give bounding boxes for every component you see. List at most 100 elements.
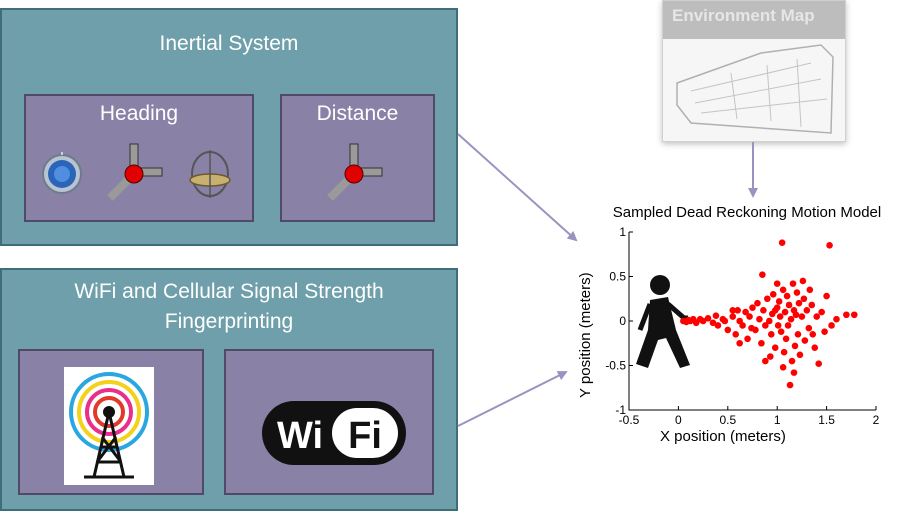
x-tick-label: 1	[774, 413, 781, 427]
heading-title: Heading	[99, 102, 179, 125]
x-tick-label: 2	[873, 413, 880, 427]
data-point	[785, 301, 793, 309]
arrow-inertial-to-model	[457, 133, 578, 242]
fingerprinting-title-line2: Fingerprinting	[164, 310, 294, 333]
data-point	[815, 360, 822, 368]
data-point	[773, 280, 781, 287]
data-point	[775, 298, 783, 305]
data-point	[828, 322, 835, 329]
arrow-fingerprint-to-model	[457, 371, 568, 427]
data-point	[800, 295, 808, 303]
data-point	[808, 301, 816, 309]
wifi-logo-icon: Wi Fi	[262, 401, 406, 465]
accelerometer-icon	[107, 143, 163, 201]
data-point	[739, 322, 746, 329]
data-point	[704, 315, 712, 322]
data-point	[777, 328, 785, 335]
heading-panel: Heading	[24, 94, 254, 222]
data-point	[791, 342, 799, 350]
wifi-logo-left-text: Wi	[277, 415, 323, 457]
data-point	[744, 335, 751, 343]
data-point	[789, 280, 797, 287]
inertial-system-title: Inertial System	[159, 32, 299, 55]
data-point	[729, 313, 737, 320]
data-point	[749, 304, 756, 311]
distance-panel: Distance	[280, 94, 435, 222]
wifi-logo-right-text: Fi	[348, 415, 382, 457]
data-point	[790, 369, 798, 376]
data-point	[821, 328, 828, 335]
distance-title: Distance	[316, 102, 399, 125]
data-point	[794, 331, 802, 338]
data-point	[762, 357, 769, 365]
data-point	[805, 324, 813, 332]
data-point	[721, 317, 729, 325]
data-point	[786, 381, 794, 389]
data-point	[780, 348, 788, 356]
compass-icon	[42, 152, 82, 194]
data-point	[712, 312, 720, 319]
x-axis-label: X position (meters)	[660, 428, 786, 445]
data-point	[806, 286, 814, 294]
data-point	[709, 319, 717, 327]
y-tick-label: -0.5	[605, 359, 626, 373]
data-point	[781, 308, 789, 316]
data-point	[801, 337, 809, 344]
data-point	[776, 313, 784, 320]
fingerprinting-title-line1: WiFi and Cellular Signal Strength	[74, 280, 384, 303]
data-point	[788, 357, 796, 365]
y-tick-label: -1	[615, 403, 626, 417]
data-point	[771, 307, 779, 314]
data-point	[792, 311, 800, 319]
environment-map	[662, 0, 846, 142]
data-point	[699, 317, 707, 325]
walking-person-icon	[636, 275, 690, 368]
data-point	[779, 286, 787, 294]
wifi-panel: Wi Fi	[224, 349, 434, 495]
environment-map-title: Environment Map	[672, 6, 815, 25]
data-point	[787, 315, 795, 323]
x-tick-label: -0.5	[619, 413, 640, 427]
data-point	[795, 299, 803, 307]
data-point	[729, 307, 737, 314]
data-point	[843, 311, 850, 319]
floor-plan-icon	[676, 44, 834, 134]
data-point	[778, 239, 786, 246]
data-point	[764, 295, 771, 303]
data-point	[754, 299, 761, 307]
data-point	[734, 307, 741, 314]
data-point	[742, 308, 749, 316]
data-point	[796, 351, 804, 359]
gyroscope-icon	[189, 150, 231, 198]
data-point	[809, 331, 817, 338]
x-tick-label: 0.5	[719, 413, 736, 427]
data-point	[746, 313, 753, 320]
data-point	[779, 363, 787, 371]
cell-signal-panel	[18, 349, 204, 495]
y-tick-label: 0.5	[609, 270, 626, 284]
x-tick-label: 0	[675, 413, 682, 427]
data-point	[769, 291, 777, 298]
data-point	[724, 326, 732, 334]
data-point	[774, 322, 782, 329]
cell-tower-icon	[64, 367, 154, 485]
environment-map-header	[663, 1, 845, 39]
data-point	[766, 353, 774, 360]
y-tick-label: 1	[619, 225, 626, 239]
data-point	[803, 307, 811, 314]
data-point	[771, 344, 779, 352]
accelerometer-icon	[327, 143, 383, 201]
data-point	[756, 315, 763, 323]
chart-title: Sampled Dead Reckoning Motion Model	[612, 204, 882, 221]
y-tick-label: 0	[619, 314, 626, 328]
data-point	[793, 289, 801, 296]
data-point	[818, 308, 825, 316]
data-point	[782, 335, 790, 343]
data-point	[833, 315, 840, 323]
data-point	[765, 317, 773, 325]
data-point	[736, 339, 743, 347]
data-point	[759, 271, 766, 279]
data-point	[823, 292, 830, 300]
